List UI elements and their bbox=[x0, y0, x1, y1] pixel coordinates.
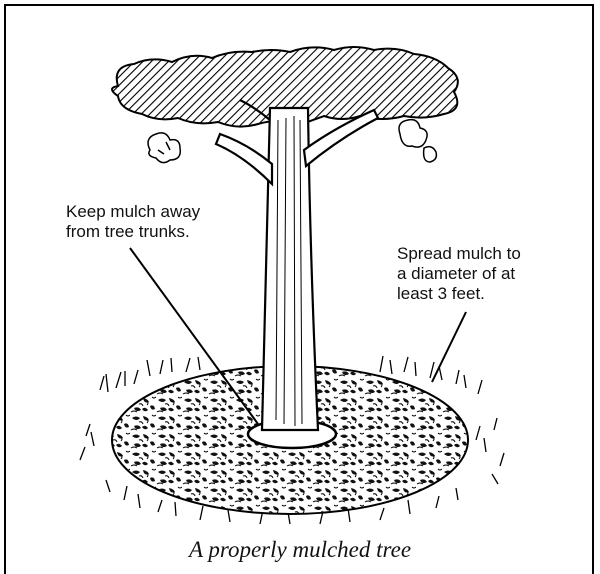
label-keep-mulch-away: Keep mulch away from tree trunks. bbox=[66, 202, 256, 242]
label-spread-mulch: Spread mulch to a diameter of at least 3… bbox=[397, 244, 567, 304]
pointer-line-right bbox=[432, 312, 466, 382]
caption: A properly mulched tree bbox=[0, 537, 600, 563]
